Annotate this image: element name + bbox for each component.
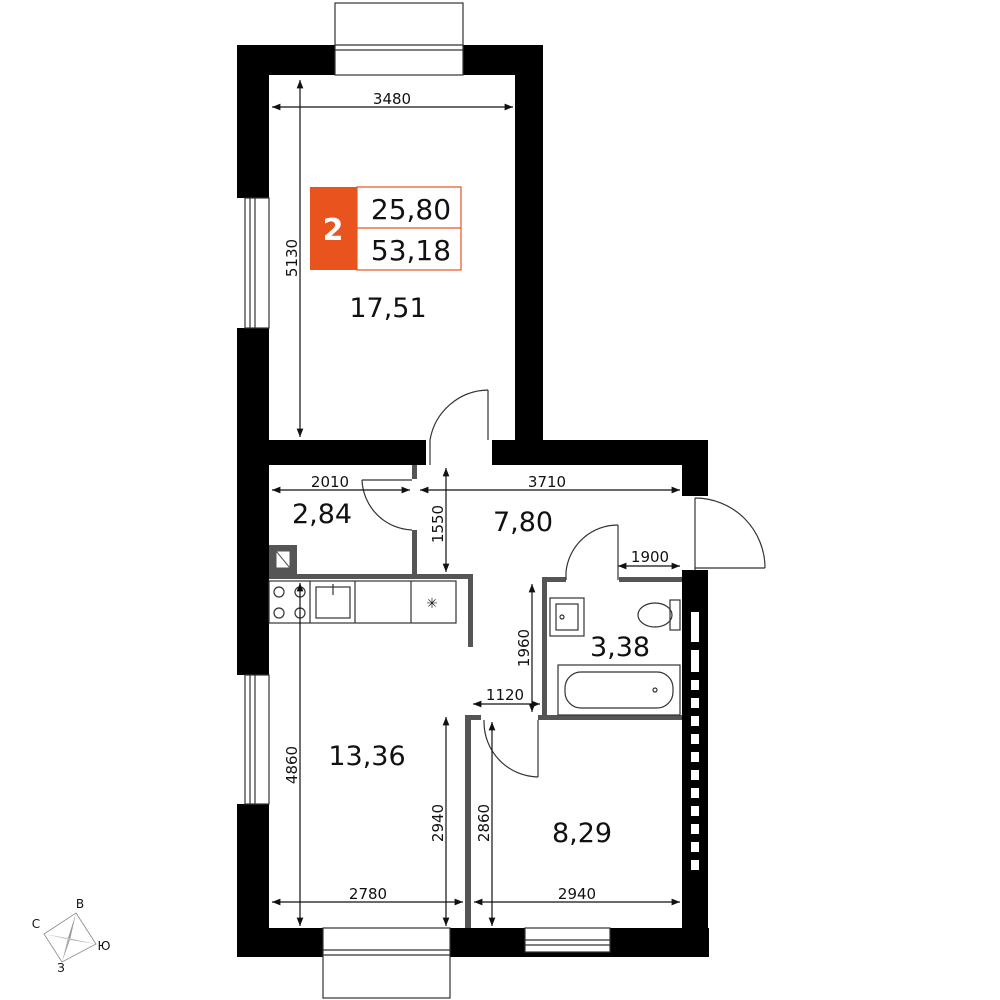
area-storage: 2,84 — [292, 499, 352, 530]
compass-icon — [43, 912, 97, 963]
partition-storage-right-top — [412, 465, 417, 479]
apartment-badge: 2 25,80 53,18 — [310, 186, 462, 271]
partition-kitchen-top — [269, 574, 473, 579]
door-bedroom — [429, 389, 489, 465]
doors — [361, 389, 766, 778]
area-room: 8,29 — [552, 818, 612, 849]
window-left-upper — [244, 197, 270, 329]
partition-corridor-top — [465, 715, 481, 720]
partition-bath-bottom — [538, 715, 682, 720]
compass-west: З — [57, 961, 65, 975]
bathtub-icon — [557, 664, 681, 716]
area-kitchen: 13,36 — [328, 741, 405, 772]
wall-left-mid — [237, 328, 269, 675]
wall-bottom — [237, 928, 709, 957]
wall-right-lower — [682, 880, 708, 957]
partition-storage-right-bottom — [412, 530, 417, 577]
dim-room-width: 2940 — [558, 885, 596, 903]
compass-south: Ю — [98, 939, 111, 953]
wall-bedroom-bottom-right — [492, 440, 708, 465]
door-entrance — [694, 497, 766, 570]
dim-corridor-width: 1120 — [486, 686, 524, 704]
dim-kitchen-width: 2780 — [349, 885, 387, 903]
partition-bath-top-right — [619, 577, 682, 582]
bathroom-sink-icon — [549, 597, 585, 637]
badge-rooms-box — [310, 187, 357, 270]
compass-north: С — [32, 917, 40, 931]
window-top — [334, 2, 464, 76]
partitions — [269, 465, 682, 928]
wall-right-upper — [682, 440, 708, 496]
area-hallway: 7,80 — [493, 507, 553, 538]
door-bathroom — [565, 524, 619, 580]
wall-top-left — [237, 45, 335, 75]
partition-bath-top-left — [542, 577, 566, 582]
dim-bathroom-width: 1900 — [631, 548, 669, 566]
wall-right-mid — [682, 570, 708, 604]
door-room — [483, 720, 539, 778]
area-bathroom: 3,38 — [590, 632, 650, 663]
dim-bedroom-width: 3480 — [373, 90, 411, 108]
fridge-icon: ✳ — [426, 596, 438, 612]
toilet-icon — [637, 599, 681, 631]
badge-total-area: 53,18 — [371, 234, 451, 267]
wall-bedroom-bottom-left — [269, 440, 426, 465]
window-bottom-right — [524, 927, 611, 953]
badge-living-area: 25,80 — [371, 193, 451, 226]
door-storage — [361, 479, 413, 531]
window-bottom-left — [322, 927, 451, 999]
dim-hallway-width: 3710 — [528, 473, 566, 491]
windows — [244, 2, 611, 999]
svg-text:✳: ✳ — [426, 596, 438, 612]
sink-icon — [315, 584, 351, 619]
area-bedroom: 17,51 — [349, 293, 426, 324]
dim-room-height: 2860 — [475, 804, 493, 842]
badge-rooms-count: 2 — [323, 213, 344, 248]
dim-hallway-depth: 1550 — [429, 505, 447, 543]
dim-kitchen-partial-height: 2940 — [429, 804, 447, 842]
partition-kitchen-right — [468, 574, 473, 647]
dim-storage-width: 2010 — [311, 473, 349, 491]
right-facade — [682, 604, 708, 880]
compass-east: В — [76, 897, 84, 911]
exterior-walls — [237, 45, 709, 957]
partition-bath-left — [542, 577, 547, 720]
dimension-lines — [272, 80, 680, 926]
window-left-lower — [244, 674, 270, 805]
dim-kitchen-height: 4860 — [283, 746, 301, 784]
partition-kitchen-room — [465, 717, 471, 928]
dim-bathroom-height: 1960 — [515, 629, 533, 667]
dim-bedroom-height: 5130 — [283, 239, 301, 277]
wall-bedroom-right — [515, 45, 543, 440]
